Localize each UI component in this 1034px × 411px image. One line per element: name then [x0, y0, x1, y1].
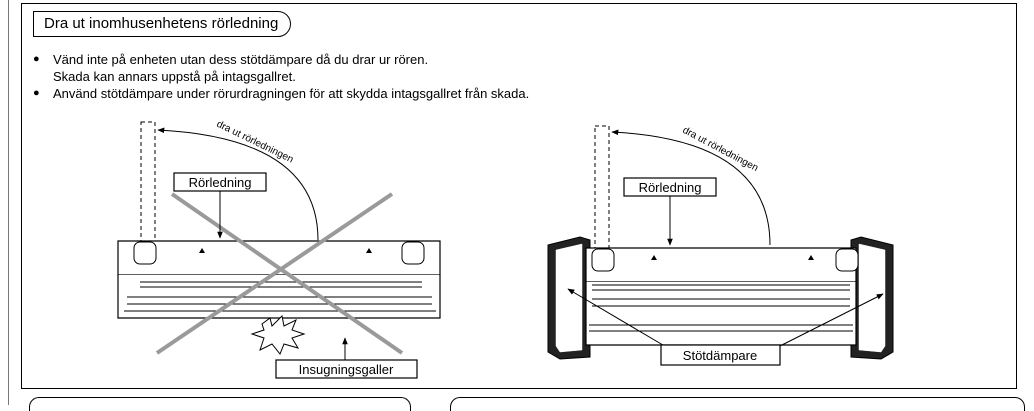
next-section-tab: [450, 397, 1025, 411]
bullet-line: Skada kan annars uppstå på intagsgallret…: [53, 69, 296, 84]
instruction-list: Vänd inte på enheten utan dess stötdämpa…: [33, 51, 529, 102]
page-edge-rule: [8, 0, 9, 405]
bullet-item: Använd stötdämpare under rörurdragningen…: [33, 85, 529, 102]
bullet-line: Använd stötdämpare under rörurdragningen…: [53, 86, 530, 101]
bullet-item: Vänd inte på enheten utan dess stötdämpa…: [33, 51, 529, 85]
section-title: Dra ut inomhusenhetens rörledning: [33, 11, 292, 37]
bullet-line: Vänd inte på enheten utan dess stötdämpa…: [53, 52, 429, 67]
next-section-tab: [29, 397, 411, 411]
instruction-panel: Dra ut inomhusenhetens rörledning Vänd i…: [21, 3, 1017, 389]
